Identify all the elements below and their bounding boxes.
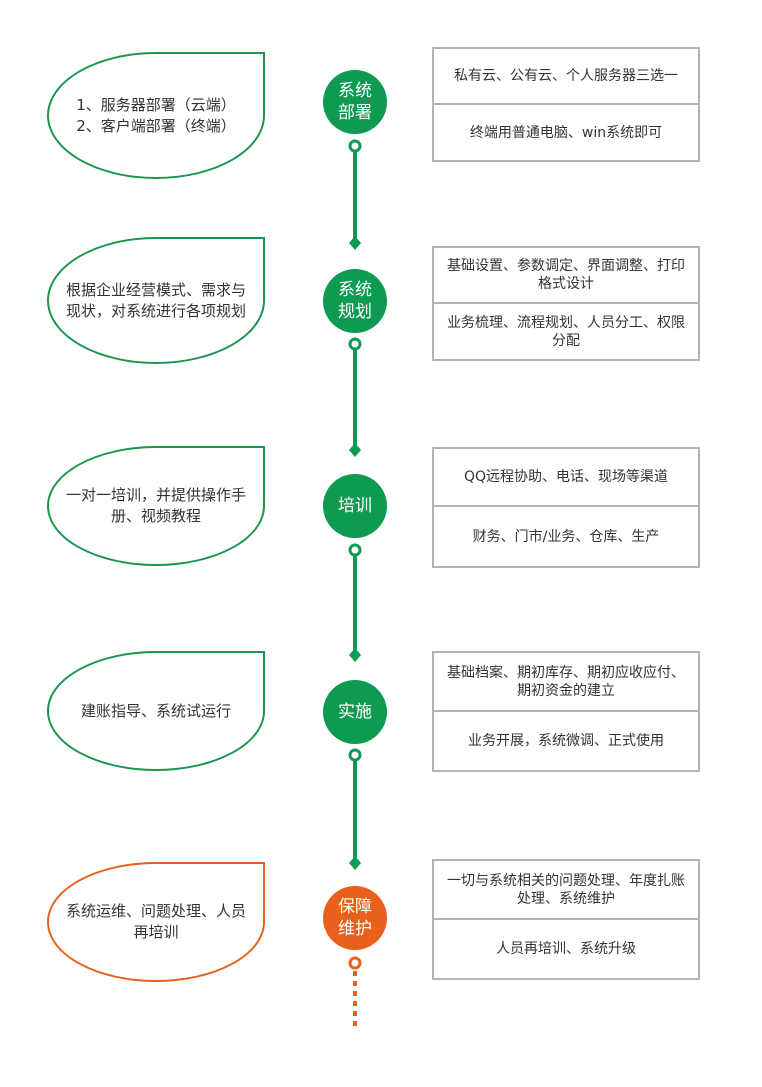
- stage-detail-panel-1: 私有云、公有云、个人服务器三选一 终端用普通电脑、win系统即可: [432, 47, 700, 162]
- stage-node-5: 保障 维护: [323, 886, 387, 950]
- stage-node-2: 系统 规划: [323, 269, 387, 333]
- stage-node-3: 培训: [323, 474, 387, 538]
- connector-arrowhead-2: [349, 443, 361, 457]
- stage-description-bubble-4: 建账指导、系统试运行: [47, 651, 265, 771]
- connector-arrowhead-3: [349, 648, 361, 662]
- stage-node-label-3: 培训: [338, 496, 372, 516]
- stage-description-bubble-5: 系统运维、问题处理、人员再培训: [47, 862, 265, 982]
- connector-start-dot-3: [348, 543, 362, 557]
- stage-detail-panel-3: QQ远程协助、电话、现场等渠道 财务、门市/业务、仓库、生产: [432, 447, 700, 568]
- stage-description-bubble-2: 根据企业经营模式、需求与现状，对系统进行各项规划: [47, 237, 265, 364]
- stage-detail-row: 业务梳理、流程规划、人员分工、权限分配: [434, 302, 698, 359]
- stage-description-bubble-1: 1、服务器部署（云端） 2、客户端部署（终端）: [47, 52, 265, 179]
- stage-node-label-4: 实施: [338, 702, 372, 722]
- stage-node-label-2: 系统 规划: [338, 280, 372, 322]
- stage-detail-row: 基础档案、期初库存、期初应收应付、期初资金的建立: [447, 664, 685, 699]
- stage-detail-panel-5: 一切与系统相关的问题处理、年度扎账处理、系统维护 人员再培训、系统升级: [432, 859, 700, 980]
- stage-description-text-5: 系统运维、问题处理、人员再培训: [65, 902, 246, 941]
- continuation-start-dot: [348, 956, 362, 970]
- stage-detail-row: 财务、门市/业务、仓库、生产: [434, 505, 698, 566]
- stage-node-label-1: 系统 部署: [338, 81, 372, 123]
- connector-arrowhead-4: [349, 856, 361, 870]
- stage-node-1: 系统 部署: [323, 70, 387, 134]
- stage-description-bubble-3: 一对一培训，并提供操作手册、视频教程: [47, 446, 265, 566]
- connector-start-dot-1: [348, 139, 362, 153]
- stage-detail-panel-4: 基础档案、期初库存、期初应收应付、期初资金的建立 业务开展，系统微调、正式使用: [432, 651, 700, 772]
- stage-detail-row: 私有云、公有云、个人服务器三选一: [454, 68, 678, 84]
- connector-start-dot-2: [348, 337, 362, 351]
- stage-description-text-4: 建账指导、系统试运行: [80, 701, 231, 720]
- connector-arrowhead-1: [349, 236, 361, 250]
- stage-description-text-3: 一对一培训，并提供操作手册、视频教程: [65, 486, 246, 525]
- stage-detail-row: 基础设置、参数调定、界面调整、打印格式设计: [447, 258, 685, 292]
- stage-description-text-2: 根据企业经营模式、需求与现状，对系统进行各项规划: [65, 280, 246, 320]
- stage-detail-panel-2: 基础设置、参数调定、界面调整、打印格式设计 业务梳理、流程规划、人员分工、权限分…: [432, 246, 700, 361]
- stage-node-4: 实施: [323, 680, 387, 744]
- stage-detail-row: 人员再培训、系统升级: [434, 918, 698, 978]
- stage-node-label-5: 保障 维护: [338, 897, 372, 939]
- stage-detail-row: 一切与系统相关的问题处理、年度扎账处理、系统维护: [447, 872, 685, 907]
- stage-detail-row: 业务开展，系统微调、正式使用: [434, 710, 698, 770]
- stage-description-text-1: 1、服务器部署（云端） 2、客户端部署（终端）: [76, 95, 236, 135]
- stage-detail-row: 终端用普通电脑、win系统即可: [434, 103, 698, 160]
- stage-detail-row: QQ远程协助、电话、现场等渠道: [463, 469, 669, 485]
- connector-start-dot-4: [348, 748, 362, 762]
